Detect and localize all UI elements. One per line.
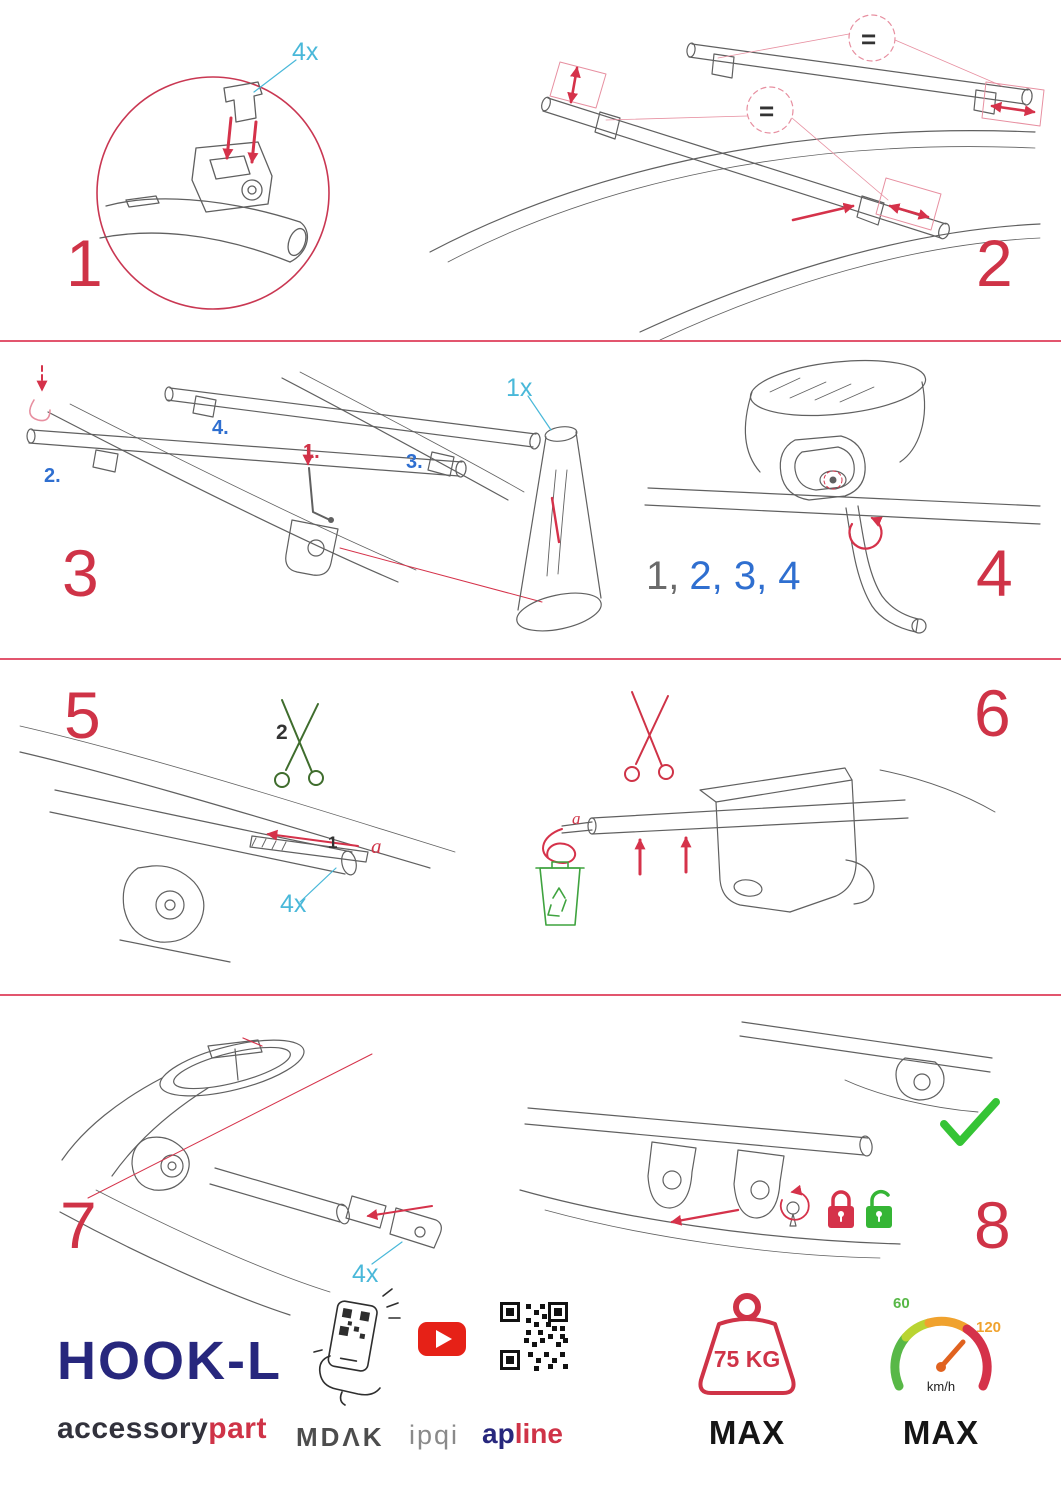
step-3-substep-2: 2. [44,465,61,487]
section-divider-3 [0,994,1061,996]
qr-code [500,1302,568,1371]
step-6-strap-label: a [572,809,581,828]
lock-open-icon [866,1189,892,1228]
step-3-quantity: 1x [506,374,533,402]
max-load-value: 75 KG [713,1346,781,1372]
apline-suffix: line [514,1418,563,1449]
step3-assembly-drawing [26,365,602,632]
step-3-number: 3 [62,536,100,610]
sequence-done: 1, [646,554,680,598]
brand-logo: accessorypart [57,1414,267,1444]
apline-logo: apline [482,1420,563,1448]
step4-tighten-clamp-drawing [644,359,1041,634]
apline-prefix: ap [482,1418,515,1449]
weight-icon [698,1293,796,1395]
product-name: HOOK-L [57,1331,282,1391]
step-7-quantity: 4x [352,1260,379,1288]
step-5-cut-label: 2 [276,721,288,744]
step8-lock-drawing [519,1021,1000,1259]
step-3-substep-4: 4. [212,417,229,439]
trash-recycle-icon [535,861,585,926]
step-5-insert-label: 1 [328,833,338,852]
equals-badge: = [759,96,775,126]
sequence-remaining: 2, 3, 4 [689,554,801,598]
section-divider-1 [0,340,1061,342]
speed-high-label: 120 [976,1319,1002,1336]
scissors-icon [274,699,324,788]
step-8-number: 8 [974,1188,1012,1262]
max-load-label: MAX [708,1414,786,1451]
step1-clamp-detail-drawing [96,59,330,310]
section-divider-2 [0,658,1061,660]
step-1-quantity: 4x [292,38,319,66]
step2-spacing-drawing [429,14,1045,341]
step6-cut-excess-drawing [535,691,996,926]
step-5-quantity: 4x [280,890,307,918]
brand-suffix: part [208,1412,267,1445]
ipqi-logo: ipqi [409,1420,460,1450]
step-3-substep-3: 3. [406,451,423,473]
mdak-logo: MDΛK [296,1422,385,1452]
step-5-strap-label: a [371,834,382,858]
youtube-icon [418,1322,466,1356]
lock-closed-icon [828,1190,854,1228]
step-3-substep-1: 1. [303,441,320,463]
step-2-number: 2 [976,226,1014,300]
step-5-number: 5 [64,678,102,752]
step7-endcap-drawing [59,1037,442,1316]
step-4-number: 4 [976,536,1014,610]
speedometer-icon [890,1316,992,1391]
checkmark-icon [940,1098,1000,1146]
scissors-icon [624,691,674,782]
step-4-sequence: 1,2, 3, 4 [646,556,801,596]
step-1-number: 1 [66,226,104,300]
max-speed-label: MAX [902,1414,980,1451]
speed-low-label: 60 [893,1295,910,1312]
step-7-number: 7 [60,1188,98,1262]
brand-prefix: accessory [57,1412,209,1445]
step5-insert-strap-drawing [19,699,456,963]
phone-scan-icon [313,1288,401,1406]
equals-badge: = [861,24,877,54]
speed-unit-label: km/h [926,1379,956,1394]
step-6-number: 6 [974,676,1012,750]
